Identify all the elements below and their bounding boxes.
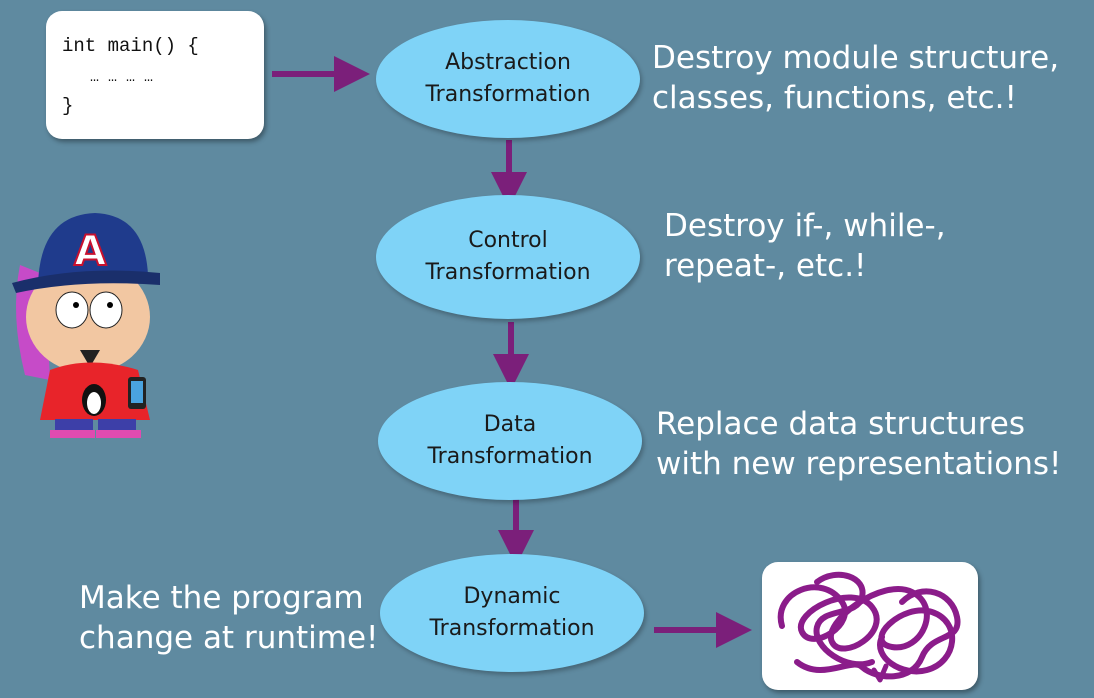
note-data: Replace data structures with new represe… [656, 404, 1061, 484]
note-data-line2: with new representations! [656, 446, 1062, 482]
node-abstraction-line1: Abstraction [445, 50, 571, 75]
note-control: Destroy if-, while-, repeat-, etc.! [664, 206, 946, 286]
node-data-line2: Transformation [427, 444, 593, 469]
note-dynamic-line2: change at runtime! [79, 620, 379, 656]
node-dynamic-line1: Dynamic [463, 584, 561, 609]
node-data-line1: Data [483, 412, 537, 437]
node-dynamic-line2: Transformation [429, 616, 595, 641]
note-abstraction-line2: classes, functions, etc.! [652, 80, 1017, 116]
note-control-line2: repeat-, etc.! [664, 248, 867, 284]
note-dynamic-line1: Make the program [79, 580, 364, 616]
code-snippet-box: int main() { … … … … } [46, 11, 264, 139]
code-line-1: int main() { [62, 35, 199, 57]
tangle-box [762, 562, 978, 690]
tangled-scribble-icon [777, 571, 961, 683]
code-line-3: } [62, 95, 74, 117]
node-dynamic-transformation: Dynamic Transformation [380, 554, 644, 672]
node-control-line2: Transformation [425, 260, 591, 285]
note-control-line1: Destroy if-, while-, [664, 208, 946, 244]
node-abstraction-line2: Transformation [425, 82, 591, 107]
note-dynamic: Make the program change at runtime! [79, 578, 378, 658]
node-data-transformation: Data Transformation [378, 382, 642, 500]
note-abstraction-line1: Destroy module structure, [652, 40, 1060, 76]
note-abstraction: Destroy module structure, classes, funct… [652, 38, 1059, 118]
node-abstraction-transformation: Abstraction Transformation [376, 20, 640, 138]
svg-text:A: A [74, 226, 107, 275]
node-control-transformation: Control Transformation [376, 195, 640, 319]
cartoon-character-icon: A [12, 213, 160, 438]
node-control-line1: Control [468, 228, 548, 253]
note-data-line1: Replace data structures [656, 406, 1025, 442]
code-line-2: … … … … [90, 69, 154, 86]
